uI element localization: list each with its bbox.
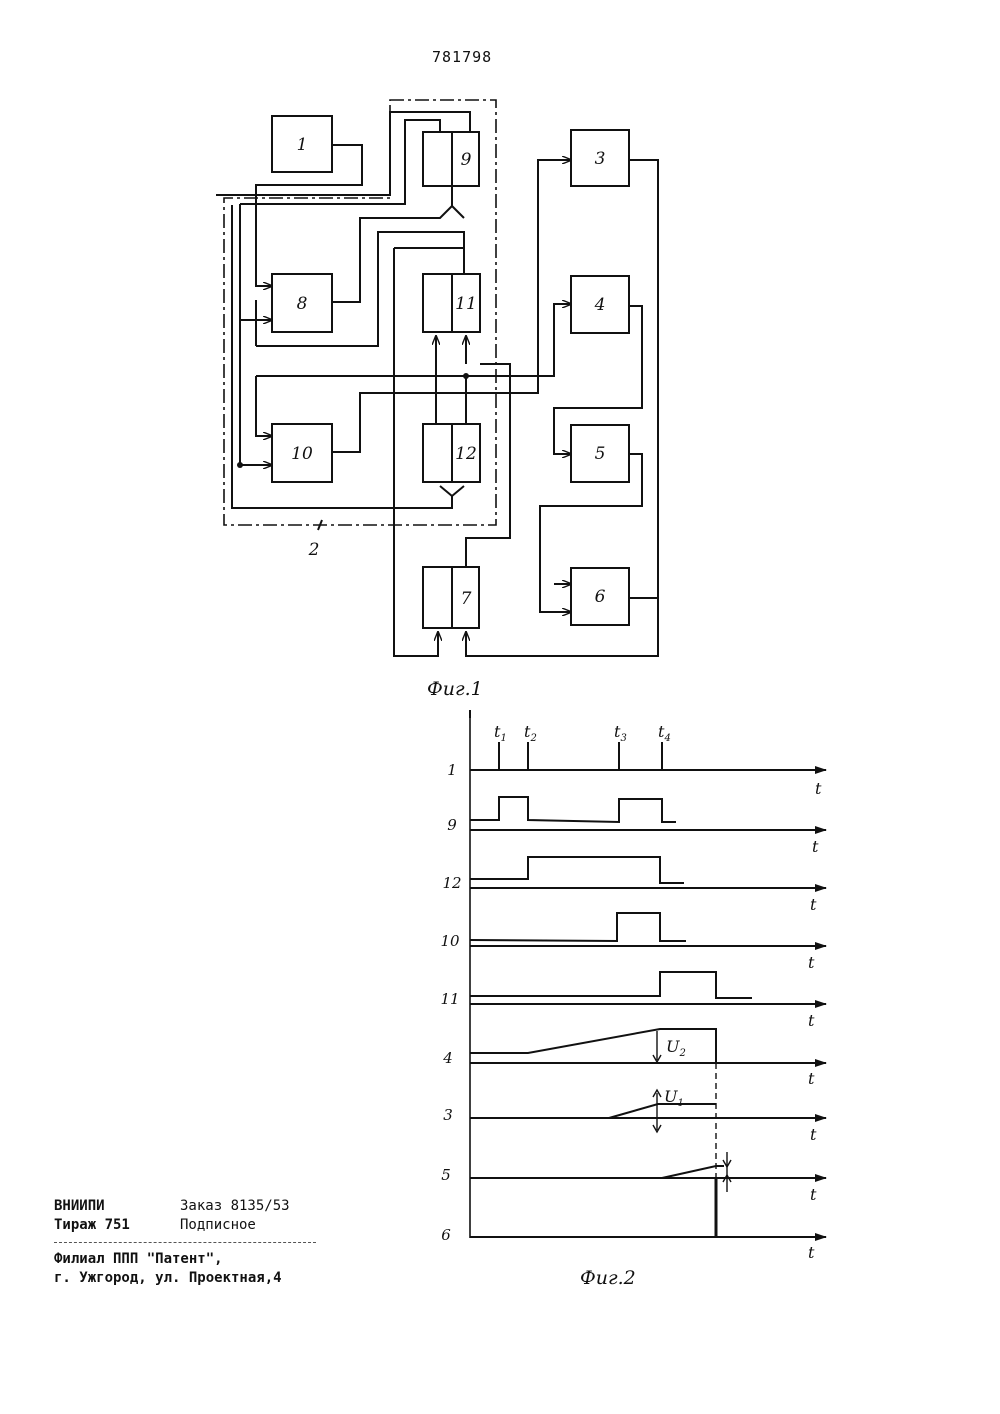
svg-text:t: t [810, 895, 817, 914]
imprint-circulation: Тираж 751 [54, 1216, 180, 1235]
fig1-block-diagram: 1 3 4 5 6 7 8 9 10 11 12 2 Фиг.1 [0, 0, 1000, 700]
imprint-divider [54, 1242, 316, 1244]
svg-text:t: t [808, 1243, 815, 1262]
svg-text:t4: t4 [658, 722, 671, 744]
signal-label-4: 4 [442, 1049, 453, 1067]
svg-text:U2: U2 [666, 1037, 686, 1059]
block-label-9: 9 [461, 150, 472, 170]
fig2-caption: Фиг.2 [580, 1267, 636, 1289]
svg-text:t: t [808, 1069, 815, 1088]
svg-text:t: t [808, 953, 815, 972]
block-label-7: 7 [461, 589, 472, 609]
svg-text:t: t [815, 779, 822, 798]
block-label-1: 1 [297, 135, 308, 155]
imprint-order: Заказ 8135/53 [180, 1197, 290, 1216]
svg-text:t2: t2 [524, 722, 537, 744]
signal-label-5: 5 [441, 1166, 451, 1184]
svg-text:t3: t3 [614, 722, 627, 744]
trace-3 [609, 1104, 716, 1118]
svg-text:U1: U1 [664, 1087, 684, 1109]
block-label-11: 11 [455, 294, 477, 314]
svg-text:t: t [808, 1011, 815, 1030]
signal-label-10: 10 [440, 932, 460, 950]
signal-label-9: 9 [447, 816, 457, 834]
imprint-org: ВНИИПИ [54, 1197, 180, 1216]
trace-9 [470, 797, 676, 822]
trace-5 [662, 1166, 724, 1178]
imprint-branch: Филиал ППП "Патент", [54, 1250, 316, 1269]
imprint-block: ВНИИПИ Заказ 8135/53 Тираж 751 Подписное… [54, 1197, 316, 1288]
svg-text:t1: t1 [494, 722, 507, 744]
block-label-4: 4 [594, 295, 606, 315]
svg-text:t: t [812, 837, 819, 856]
block-label-5: 5 [595, 444, 606, 464]
block-label-10: 10 [291, 444, 313, 464]
svg-text:t: t [810, 1185, 817, 1204]
signal-label-6: 6 [441, 1226, 451, 1244]
block-label-12: 12 [455, 444, 477, 464]
trace-11 [470, 972, 752, 998]
block-label-8: 8 [297, 294, 308, 314]
block-label-6: 6 [595, 587, 606, 607]
svg-text:t: t [810, 1125, 817, 1144]
imprint-address: г. Ужгород, ул. Проектная,4 [54, 1269, 316, 1288]
fig1-caption: Фиг.1 [427, 678, 483, 700]
imprint-subscription: Подписное [180, 1216, 256, 1235]
group-label-2: 2 [308, 540, 320, 560]
trace-10 [470, 913, 686, 941]
signal-label-11: 11 [440, 990, 459, 1008]
trace-12 [470, 857, 684, 883]
signal-label-12: 12 [442, 874, 461, 892]
signal-label-1: 1 [447, 761, 457, 779]
signal-label-3: 3 [443, 1106, 453, 1124]
block-label-3: 3 [595, 149, 606, 169]
